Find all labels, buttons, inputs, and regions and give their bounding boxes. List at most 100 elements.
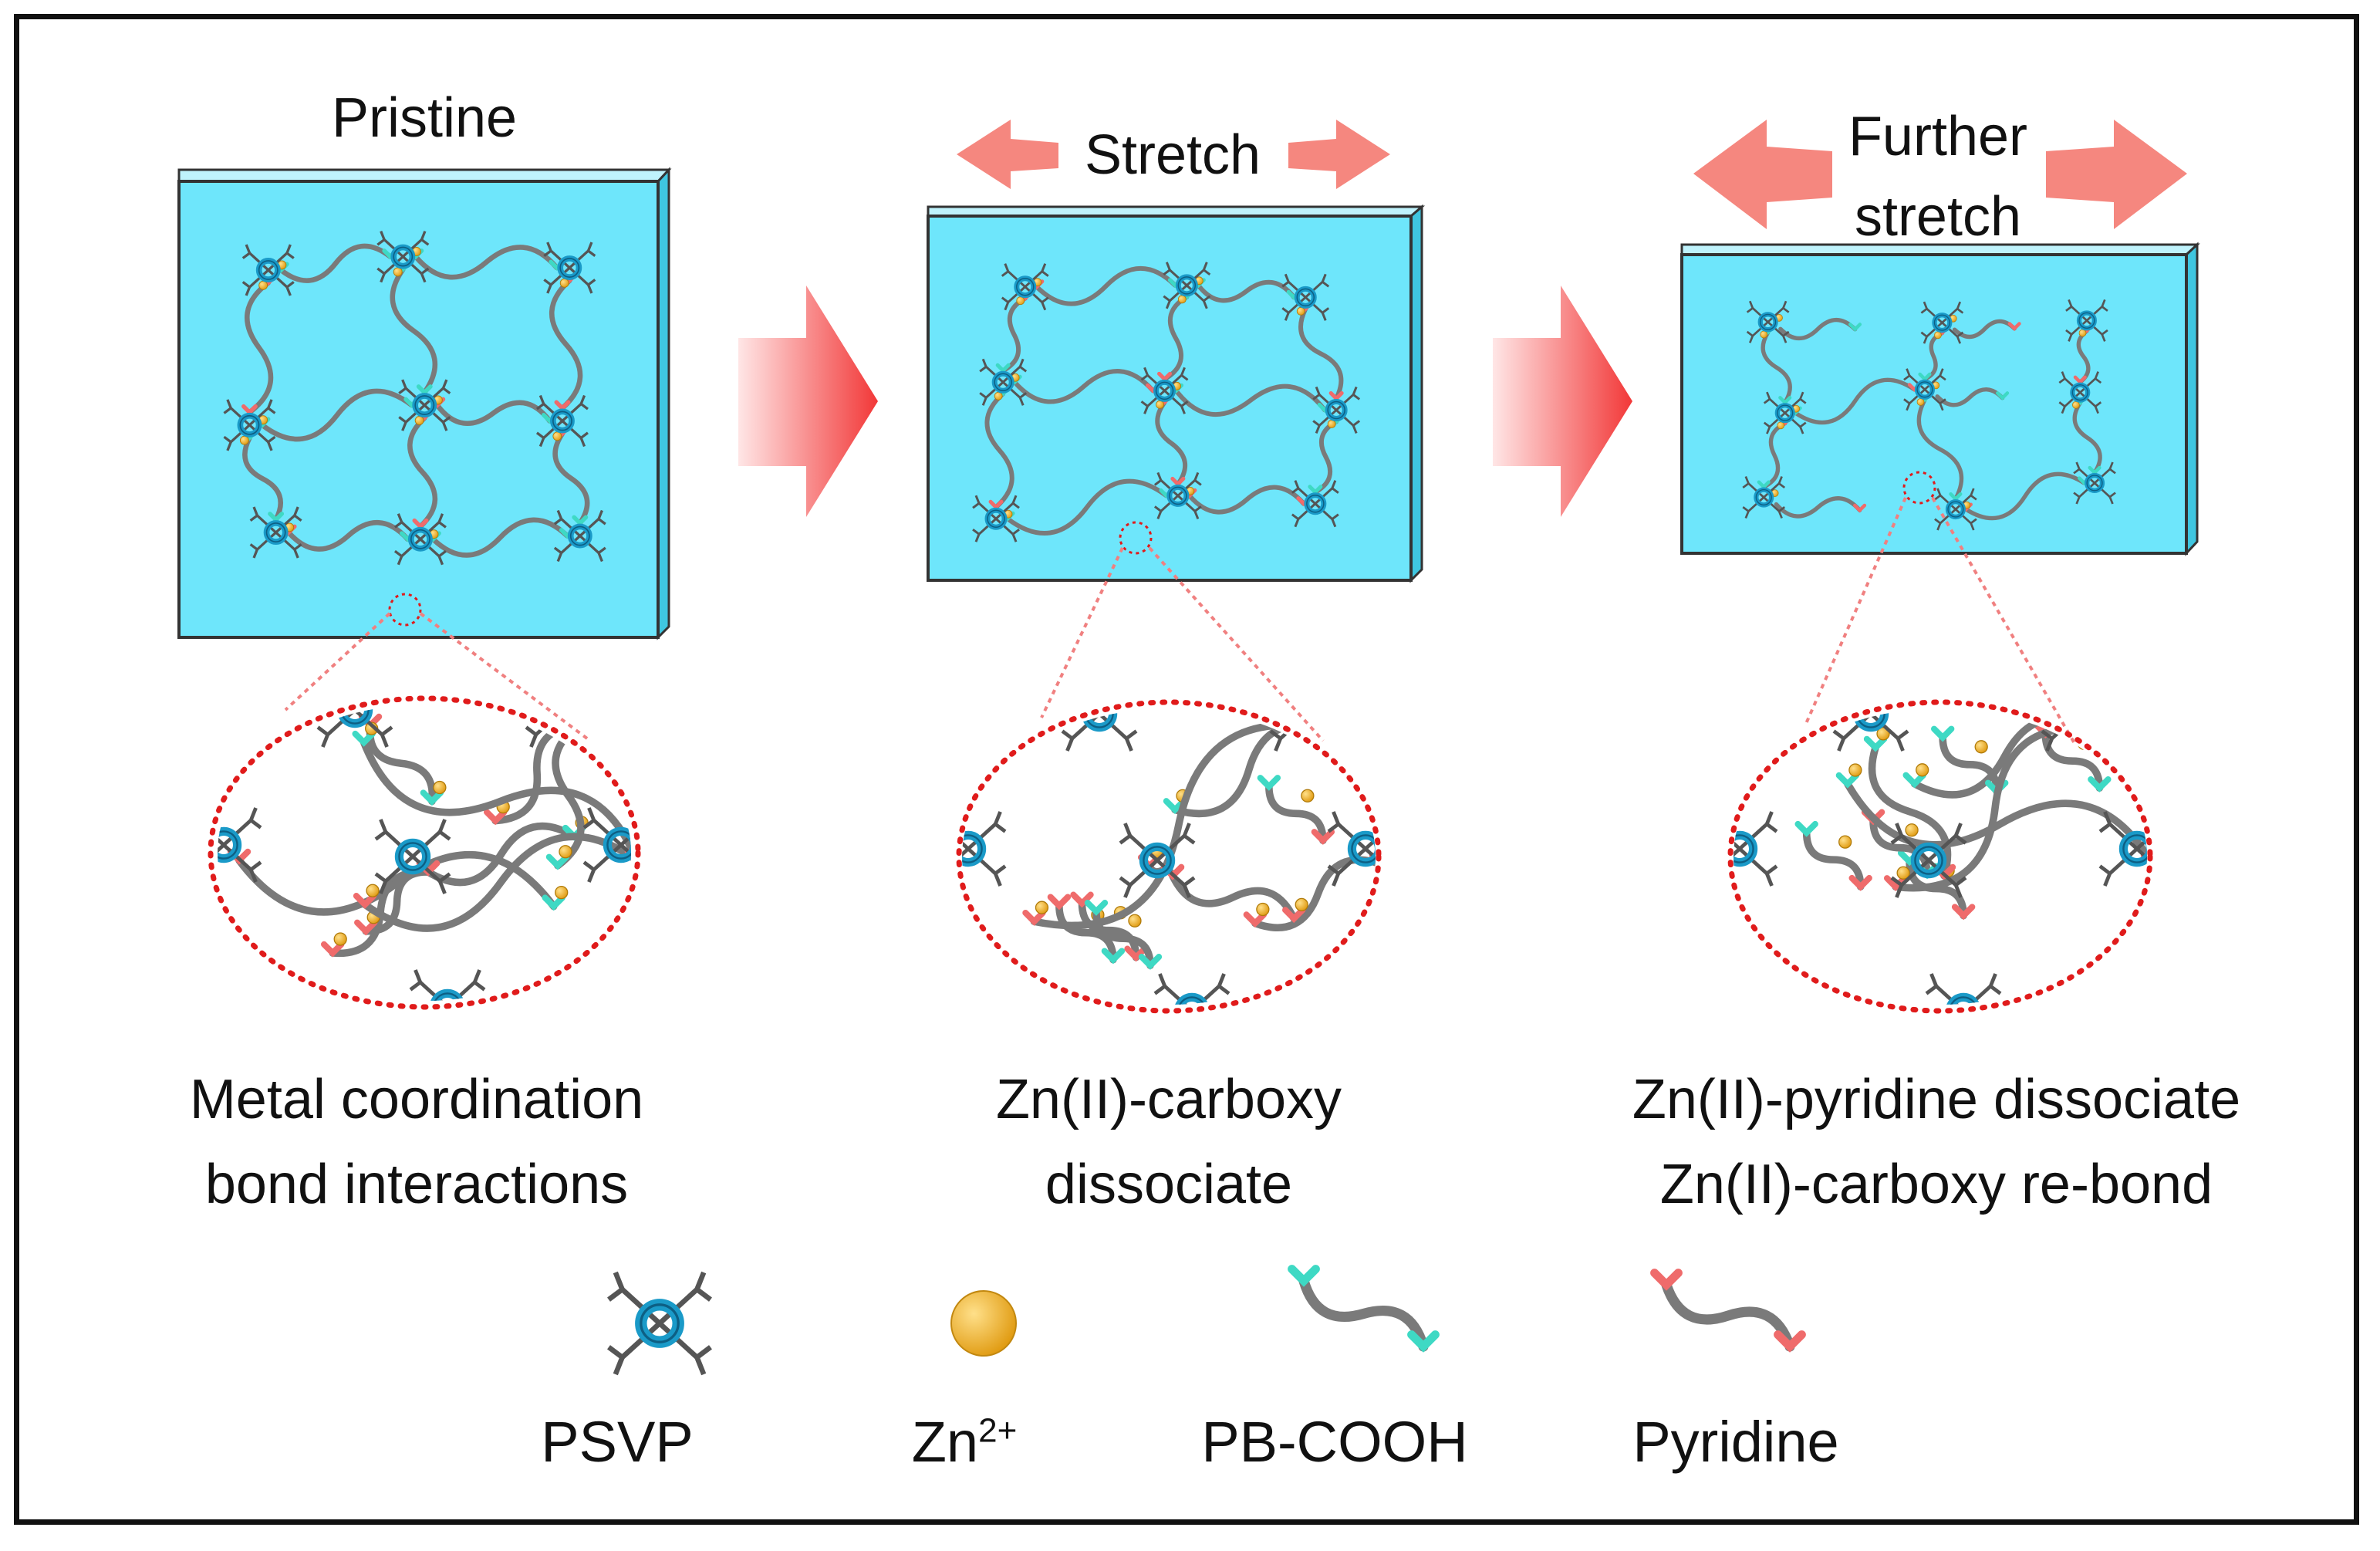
- zn-ion-icon: [950, 1290, 1017, 1357]
- polymer-chain: [1650, 1269, 1806, 1353]
- psvp-hub: [1001, 263, 1049, 311]
- psvp-hub: [393, 513, 447, 566]
- legend-label-pb-cooh: PB-COOH: [1201, 1410, 1468, 1474]
- zn-ion: [1905, 823, 1919, 837]
- polymer-chain: [1794, 820, 1872, 891]
- psvp-icon: [607, 1271, 712, 1376]
- psvp-hub: [1312, 386, 1361, 434]
- psvp-hub: [1934, 488, 1977, 531]
- polymer-chain: [1774, 496, 1867, 519]
- legend-label-zn: Zn2+: [887, 1408, 1041, 1477]
- panel-title-further-stretch-line-2: stretch: [1854, 186, 2022, 248]
- zn-ion: [433, 780, 447, 795]
- caption-further-stretch-line-1: Zn(II)-pyridine dissociate: [1632, 1069, 2241, 1130]
- zn-ion: [1916, 398, 1925, 406]
- zn-ion: [559, 845, 572, 859]
- psvp-hub: [1327, 811, 1376, 887]
- psvp-hub: [1163, 262, 1211, 309]
- zn-ion: [1848, 763, 1862, 777]
- psvp-hub: [1890, 823, 1967, 898]
- legend-label-zn-base: Zn: [911, 1410, 979, 1474]
- polymer-chain: [1952, 319, 2021, 340]
- polymer-chain: [1160, 863, 1306, 924]
- panel-title-stretch: Stretch: [1084, 124, 1261, 186]
- caption-stretch: Zn(II)-carboxy dissociate: [860, 1057, 1477, 1227]
- psvp-hub: [1140, 367, 1189, 414]
- psvp-hub: [582, 807, 631, 883]
- psvp-hub: [1746, 300, 1790, 343]
- panel-title-pristine: Pristine: [331, 87, 518, 149]
- zoom-callout-pristine: [208, 593, 641, 1010]
- caption-stretch-line-1: Zn(II)-carboxy: [995, 1069, 1342, 1130]
- zn-ion: [414, 415, 424, 425]
- caption-pristine: Metal coordination bond interactions: [108, 1057, 725, 1227]
- zn-ion: [1876, 727, 1890, 741]
- legend-label-psvp: PSVP: [541, 1410, 694, 1474]
- zn-ion: [393, 267, 403, 277]
- psvp-hub: [607, 1271, 712, 1376]
- psvp-hub: [374, 819, 451, 894]
- zn-ion: [555, 885, 569, 900]
- network-stretch: [972, 262, 1361, 542]
- zn-ion: [1296, 306, 1305, 316]
- polymer-chain: [1935, 387, 2010, 407]
- zn-ion: [1035, 901, 1049, 914]
- zn-ion: [1760, 330, 1768, 339]
- zn-ion: [239, 435, 249, 445]
- zn-ion: [1327, 420, 1336, 428]
- zn-ion: [1177, 295, 1187, 304]
- zn-ion: [1301, 789, 1315, 803]
- psvp-hub: [1742, 476, 1786, 519]
- zn-ion: [1896, 866, 1910, 880]
- zn-ion: [1934, 331, 1942, 340]
- polymer-chain: [1778, 317, 1862, 341]
- polymer-chain: [1930, 725, 2009, 796]
- zn-ion: [1777, 421, 1785, 430]
- panel-title-further-stretch-line-1: Further: [1848, 106, 2028, 167]
- caption-further-stretch: Zn(II)-pyridine dissociate Zn(II)-carbox…: [1543, 1057, 2330, 1227]
- caption-pristine-line-2: bond interactions: [204, 1154, 629, 1215]
- network-further-stretch: [1742, 299, 2116, 531]
- legend-label-zn-charge: 2+: [978, 1411, 1018, 1450]
- psvp-hub: [241, 244, 295, 296]
- zn-ion: [366, 884, 380, 897]
- caption-stretch-line-2: dissociate: [1045, 1154, 1293, 1215]
- zoomed-network-stretch: [962, 708, 1376, 1005]
- psvp-hub: [218, 807, 262, 883]
- legend-icons: [607, 1265, 1806, 1376]
- psvp-hub: [1734, 811, 1778, 887]
- zoomed-network-pristine: [218, 705, 631, 1001]
- psvp-hub: [249, 506, 302, 559]
- psvp-hub: [1119, 823, 1196, 898]
- psvp-hub: [398, 379, 451, 431]
- zn-ion: [1156, 400, 1164, 409]
- psvp-hub: [1920, 301, 1964, 344]
- psvp-hub: [223, 399, 276, 451]
- zn-ion: [1974, 740, 1988, 754]
- psvp-hub: [543, 242, 596, 294]
- zn-ion: [1916, 763, 1929, 777]
- zn-ion: [1256, 902, 1270, 917]
- polymer-chain: [1288, 1265, 1440, 1353]
- psvp-hub: [2098, 811, 2147, 887]
- psvp-hub: [1281, 273, 1330, 321]
- zn-ion: [552, 431, 562, 441]
- psvp-hub: [376, 230, 430, 283]
- zn-ion: [1016, 296, 1025, 306]
- zn-ion: [1295, 897, 1308, 912]
- psvp-hub: [1925, 973, 2002, 1005]
- caption-further-stretch-line-2: Zn(II)-carboxy re-bond: [1659, 1154, 2213, 1215]
- psvp-hub: [1291, 480, 1339, 528]
- panel-title-further-stretch: Further stretch: [1822, 96, 2054, 257]
- polymer-chain: [1070, 891, 1148, 962]
- psvp-hub: [979, 358, 1028, 406]
- psvp-hub: [2058, 371, 2102, 414]
- psvp-hub: [1763, 391, 1807, 434]
- psvp-hub: [962, 811, 1007, 887]
- polymer-chain: [1257, 775, 1335, 845]
- pb-cooh-icon: [1288, 1265, 1440, 1353]
- caption-pristine-line-1: Metal coordination: [189, 1069, 644, 1130]
- psvp-hub: [409, 969, 486, 1001]
- zn-ion: [2078, 329, 2087, 337]
